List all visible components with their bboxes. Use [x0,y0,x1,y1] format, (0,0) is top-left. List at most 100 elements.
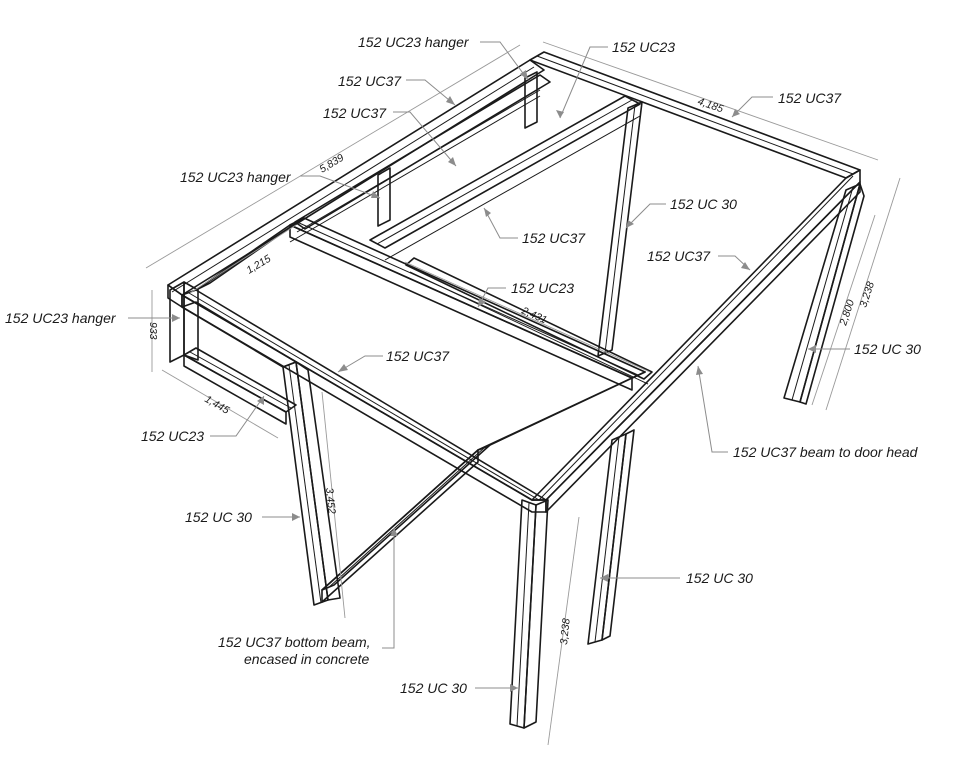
rear-top-beam-flange [536,55,854,175]
leader-arrowheads [172,70,816,692]
dim-5839: 5,839 [317,152,346,176]
arrow-19 [510,684,518,692]
leader-uc37-front [337,355,383,373]
label-uc37-bottom-line1: 152 UC37 bottom beam, [218,634,371,650]
arrow-9 [741,262,750,270]
dim-line-3238-right [825,177,901,411]
column-rear-mid [597,101,643,357]
label-uc23-hanger-mid: 152 UC23 hanger [180,169,292,185]
arrow-18 [390,528,398,536]
low-left-beam-uc23-line [189,351,292,409]
label-uc30-rear-mid: 152 UC 30 [670,196,737,212]
inner-long-beam-a-under [384,115,641,261]
leader-uc37-bottom [382,528,395,649]
leader-uc23-hanger-top [480,41,529,81]
arrow-17 [600,574,608,582]
arrow-6 [371,191,380,198]
label-uc37-center: 152 UC37 [522,230,586,246]
label-uc30-right-rear: 152 UC 30 [854,341,921,357]
inner-left-bay-beam [195,217,305,291]
label-uc37-front: 152 UC37 [386,348,450,364]
dim-line-5839 [145,44,521,269]
column-front-left [282,361,329,606]
column-front-left-web [295,361,341,601]
leader-uc30-rear-mid [625,203,666,229]
arrow-10 [172,314,180,322]
inner-uc23-center-line [409,271,649,385]
column-front-right-web [523,499,549,729]
inner-cross-beam-uc23-inner [296,89,541,233]
column-front-right-rear-web [601,429,635,641]
dimension-lines [145,41,901,746]
label-uc37-bottom-line2: encased in concrete [244,651,370,667]
label-uc37-right: 152 UC37 [647,248,711,264]
dim-3452: 3,452 [323,487,338,515]
arrow-16 [292,513,300,521]
leader-uc37-center [483,207,518,239]
right-top-beam-flange [538,175,854,501]
column-right-rear-flange [791,186,854,401]
label-uc37-top-b: 152 UC37 [323,105,387,121]
column-rear-mid-flange [604,104,636,354]
left-top-beam-flange [171,66,535,293]
arrow-13 [338,364,348,372]
column-front-right-rear-flange [594,436,620,643]
column-right-rear [783,183,861,403]
inner-cross-beam-uc37-web [289,224,633,391]
arrow-5 [732,109,740,117]
label-uc23-hanger-top: 152 UC23 hanger [358,34,470,50]
arrow-3 [446,96,455,105]
label-uc30-front-left: 152 UC 30 [185,509,252,525]
inner-cross-beam-uc23 [294,74,551,230]
label-uc37-right-rear: 152 UC37 [778,90,842,106]
hanger-rear [524,71,538,129]
dim-line-2431 [404,261,651,373]
dim-933: 933 [147,322,159,340]
arrow-11 [478,298,486,307]
front-left-header [181,301,297,368]
label-uc23-left-low: 152 UC23 [141,428,204,444]
dim-line-4185 [542,41,879,161]
dim-1445: 1,445 [203,393,232,417]
arrow-14 [696,366,703,375]
label-uc37-top-a: 152 UC37 [338,73,402,89]
leader-uc37-right-rear [731,96,773,118]
label-uc23-center: 152 UC23 [511,280,574,296]
callout-labels: 152 UC23 hanger 152 UC23 152 UC37 152 UC… [5,34,921,696]
dim-3238-front: 3,238 [558,618,573,646]
inner-uc23-center [405,257,653,380]
dim-line-2800 [811,214,876,406]
hanger-left-web [183,281,199,361]
dim-line-1215 [189,224,297,294]
column-front-left-flange [288,364,322,604]
front-top-beam-flange [188,292,540,501]
label-uc37-door-head: 152 UC37 beam to door head [733,444,919,460]
inner-long-beam-a [369,95,641,249]
inner-long-beam-b-line [483,374,639,449]
leader-uc37-top-a [406,79,456,106]
leader-uc23-top-right [559,46,608,119]
dim-line-1445 [161,369,279,439]
inner-long-beam-a-flange [376,99,633,245]
column-right-rear-web [799,183,865,405]
label-uc30-front-right: 152 UC 30 [400,680,467,696]
column-front-right-flange [516,502,530,727]
label-uc23-top-right: 152 UC23 [612,39,675,55]
hanger-mid [377,167,391,227]
leader-uc37-top-b [393,111,457,167]
leader-uc23-left-low [210,395,265,437]
bottom-beam-uc37-line [327,447,485,589]
arrow-8 [484,208,491,217]
arrow-4 [448,157,456,166]
low-left-beam-uc23-web [183,354,287,425]
dim-3238-right: 3,238 [857,280,877,309]
arrow-7 [626,220,634,228]
dim-4185: 4,185 [696,95,725,115]
leader-uc37-door-head [697,365,728,453]
dim-line-3238-front [547,516,580,746]
inner-cross-beam-uc23-bottom [289,95,541,243]
arrow-12 [808,345,816,353]
leader-lines [128,41,850,689]
bottom-beam-uc37-web [321,449,479,603]
